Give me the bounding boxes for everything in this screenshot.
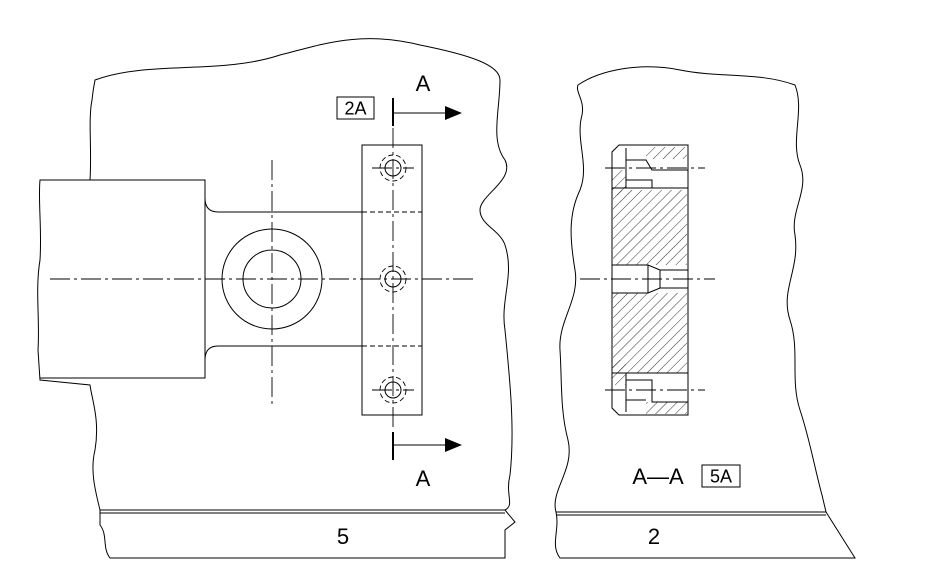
section-hole-top (605, 148, 705, 189)
left-sheet-label: 5 (337, 524, 349, 549)
section-hole-bottom (605, 372, 705, 412)
section-label-top: A (416, 71, 431, 96)
left-break-outline (37, 38, 513, 511)
ref-box-5a-label: 5A (710, 467, 732, 487)
left-title-strip (99, 509, 516, 559)
section-label-bottom: A (416, 466, 431, 491)
right-panel: A—A 5A 2 (554, 66, 856, 559)
section-arrow-bottom (392, 432, 462, 460)
ref-box-2a (336, 96, 375, 120)
right-title-strip (554, 511, 856, 559)
arm (204, 197, 362, 361)
left-panel: 2A A A 5 (37, 38, 516, 559)
right-sheet-label: 2 (648, 524, 660, 549)
section-title: A—A (632, 464, 684, 489)
ref-box-5a (701, 464, 741, 488)
section-part-outline (611, 144, 689, 416)
section-hatching (612, 147, 687, 414)
ref-box-2a-label: 2A (344, 99, 366, 119)
section-arrow-top (392, 98, 462, 126)
right-break-outline (554, 66, 827, 513)
flange-plate (361, 144, 423, 416)
section-hole-middle (580, 264, 715, 294)
